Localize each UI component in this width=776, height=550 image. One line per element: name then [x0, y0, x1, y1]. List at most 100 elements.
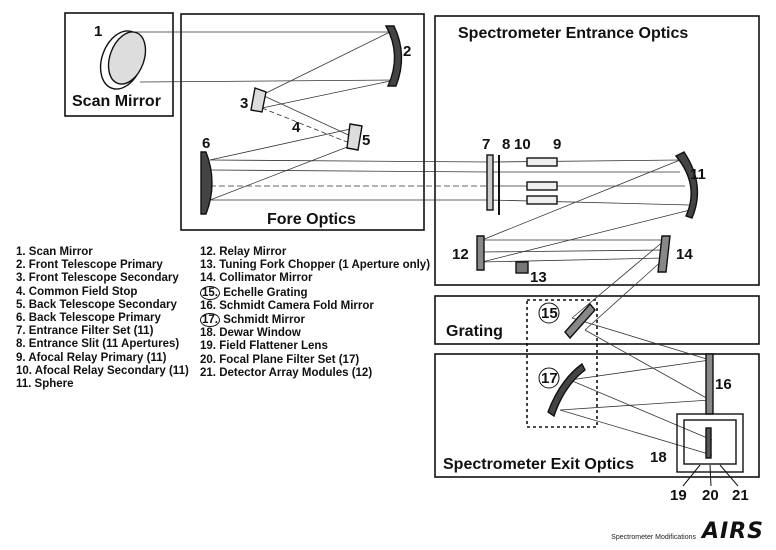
title-fore-optics: Fore Optics	[267, 211, 356, 228]
back-telescope-secondary	[346, 123, 363, 151]
tuning-fork-chopper	[515, 261, 529, 274]
legend-num: 13.	[200, 259, 216, 272]
entrance-filter-set	[486, 154, 494, 211]
callout-3: 3	[240, 95, 248, 112]
callout-19: 19	[670, 487, 687, 504]
legend-item: 13. Tuning Fork Chopper (1 Aperture only…	[200, 259, 430, 272]
afocal-relay-2	[526, 181, 558, 191]
legend-num: 20.	[200, 353, 216, 366]
dewar-window	[683, 419, 737, 465]
legend-item: 4. Common Field Stop	[16, 285, 138, 298]
afocal-relay-1	[526, 157, 558, 167]
front-telescope-primary	[384, 25, 403, 87]
legend-item: 18. Dewar Window	[200, 327, 430, 340]
detector-array	[705, 427, 712, 459]
legend-item: 20. Focal Plane Filter Set (17)	[200, 354, 430, 367]
circle-15	[538, 302, 560, 324]
legend-item: 15. Echelle Grating	[200, 285, 430, 300]
callout-13: 13	[530, 269, 547, 286]
grating-dashed-box	[526, 299, 598, 428]
legend-text: Detector Array Modules (12)	[219, 366, 373, 379]
callout-6: 6	[202, 135, 210, 152]
back-telescope-primary	[200, 151, 213, 215]
title-exit-optics: Spectrometer Exit Optics	[443, 456, 634, 473]
legend-text: Field Flattener Lens	[219, 340, 328, 353]
callout-1: 1	[94, 23, 102, 40]
legend-item: 2. Front Telescope Primary	[16, 259, 163, 272]
circle-17	[538, 367, 560, 389]
legend-item: 14. Collimator Mirror	[200, 272, 430, 285]
footer-brand: Spectrometer Modifications AIRS	[611, 519, 764, 544]
callout-21: 21	[732, 487, 749, 504]
collimator-mirror	[657, 235, 671, 273]
callout-20: 20	[702, 487, 719, 504]
title-grating: Grating	[446, 323, 503, 340]
entrance-optics-box	[434, 15, 760, 286]
legend-item: 9. Afocal Relay Primary (11)	[16, 351, 167, 364]
legend-num: 12.	[200, 246, 216, 258]
legend-item: 21. Detector Array Modules (12)	[200, 367, 430, 380]
legend-text: Focal Plane Filter Set (17)	[219, 353, 360, 366]
callout-9: 9	[553, 136, 561, 153]
callout-8: 8	[502, 136, 510, 153]
legend-item: 16. Schmidt Camera Fold Mirror	[200, 300, 430, 313]
callout-17: 17	[541, 370, 558, 387]
legend-num-circled: 17.	[200, 313, 220, 328]
title-entrance-optics: Spectrometer Entrance Optics	[458, 25, 688, 42]
relay-mirror	[476, 235, 485, 271]
callout-14: 14	[676, 246, 693, 263]
legend-item: 3. Front Telescope Secondary	[16, 272, 179, 285]
callout-2: 2	[403, 43, 411, 60]
callout-7: 7	[482, 136, 490, 153]
legend-num: 14.	[200, 272, 216, 285]
legend-item: 10. Afocal Relay Secondary (11)	[16, 364, 189, 377]
legend-text: Collimator Mirror	[219, 272, 313, 285]
front-telescope-secondary	[250, 87, 267, 113]
callout-16: 16	[715, 376, 732, 393]
scan-mirror-face	[107, 31, 147, 85]
legend-text: Relay Mirror	[219, 246, 287, 258]
legend-num: 21.	[200, 366, 216, 379]
legend-text: Schmidt Mirror	[223, 314, 305, 327]
legend-num-circled: 15.	[200, 285, 220, 300]
afocal-relay-3	[526, 195, 558, 205]
echelle-grating	[564, 302, 596, 340]
callout-10: 10	[514, 136, 531, 153]
legend-item: 11. Sphere	[16, 378, 74, 391]
callout-15: 15	[541, 305, 558, 322]
legend-item: 19. Field Flattener Lens	[200, 340, 430, 353]
scan-mirror-box	[64, 12, 174, 117]
legend-text: Echelle Grating	[223, 286, 308, 299]
legend-text: Dewar Window	[219, 327, 301, 340]
callout-11: 11	[690, 166, 706, 183]
legend-item: 12. Relay Mirror	[200, 246, 430, 259]
callout-4: 4	[292, 119, 301, 136]
exit-optics-box	[434, 353, 760, 478]
legend-num: 19.	[200, 340, 216, 353]
title-scan-mirror: Scan Mirror	[72, 93, 161, 110]
footer-caption: Spectrometer Modifications	[611, 534, 696, 541]
legend-item: 5. Back Telescope Secondary	[16, 298, 177, 311]
fore-optics-box	[180, 13, 425, 231]
callout-18: 18	[650, 449, 667, 466]
legend-text: Tuning Fork Chopper (1 Aperture only)	[219, 259, 431, 272]
legend-num: 18.	[200, 327, 216, 340]
legend-item: 8. Entrance Slit (11 Apertures)	[16, 338, 180, 351]
legend-item: 17. Schmidt Mirror	[200, 313, 430, 328]
legend-item: 6. Back Telescope Primary	[16, 312, 161, 325]
sphere	[674, 151, 699, 219]
legend-item: 1. Scan Mirror	[16, 246, 93, 258]
legend-text: Schmidt Camera Fold Mirror	[219, 299, 374, 312]
schmidt-fold-mirror	[705, 353, 714, 415]
legend-num: 16.	[200, 299, 216, 312]
legend-item: 7. Entrance Filter Set (11)	[16, 325, 154, 338]
callout-12: 12	[452, 246, 469, 263]
legend-right: 12. Relay Mirror 13. Tuning Fork Chopper…	[200, 246, 430, 380]
legend-left: 1. Scan Mirror 2. Front Telescope Primar…	[16, 246, 189, 391]
light-rays	[135, 31, 713, 456]
airs-logo: AIRS	[702, 519, 764, 544]
callout-5: 5	[362, 132, 370, 149]
schmidt-mirror	[547, 362, 586, 418]
